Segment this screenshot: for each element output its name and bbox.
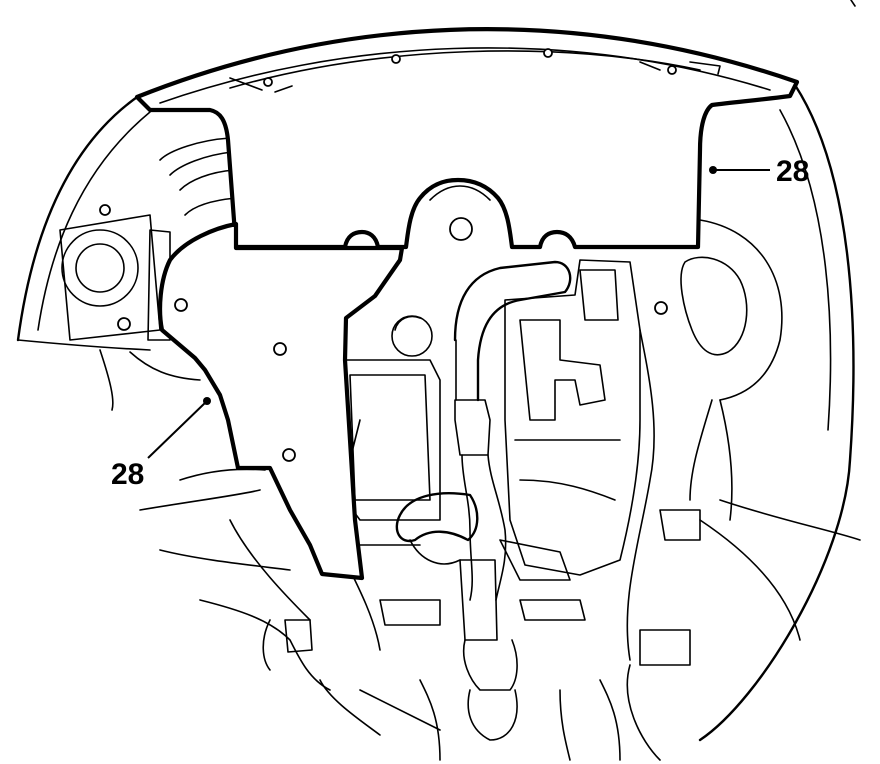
callout-side-panel: 28 — [111, 397, 211, 491]
callout-dot-side — [203, 397, 211, 405]
body-structure — [16, 83, 861, 761]
callout-dot-upper — [709, 166, 717, 174]
corner-mark — [850, 0, 856, 7]
callout-label-upper: 28 — [776, 155, 809, 188]
callout-label-side: 28 — [111, 458, 144, 491]
callout-upper-panel: 28 — [709, 155, 809, 188]
upper-cover-panel — [134, 27, 800, 250]
side-cover-panel — [157, 221, 405, 581]
left-hub-assembly — [59, 137, 237, 341]
engine-components — [339, 259, 641, 741]
callout-leader-side — [147, 400, 208, 459]
